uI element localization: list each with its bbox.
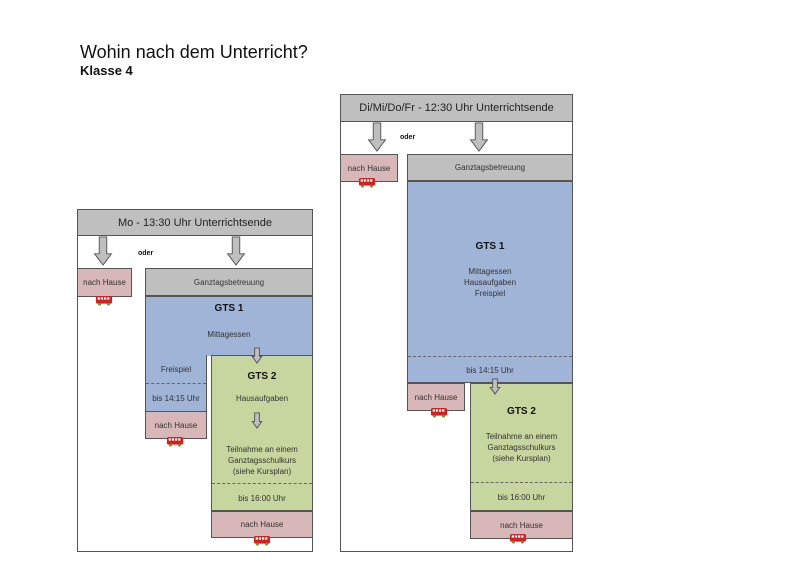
arrow-down-icon bbox=[251, 412, 263, 429]
home-label: nach Hause bbox=[240, 520, 284, 529]
ganztag-box: Ganztagsbetreuung bbox=[145, 268, 313, 296]
bus-icon bbox=[358, 177, 376, 188]
home-label: nach Hause bbox=[83, 278, 126, 287]
gts1-title: GTS 1 bbox=[214, 303, 244, 314]
arrow-down-icon bbox=[93, 236, 113, 266]
arrow-down-icon bbox=[251, 347, 263, 364]
divider bbox=[408, 356, 572, 357]
gts1-freispiel: Freispiel bbox=[160, 365, 192, 374]
gts2-title: GTS 2 bbox=[247, 371, 277, 382]
bus-icon bbox=[95, 295, 113, 306]
home-box: nach Hause bbox=[145, 411, 207, 439]
gts1-activity: Mittagessen bbox=[207, 330, 251, 339]
bus-icon bbox=[430, 407, 448, 418]
home-box: nach Hause bbox=[77, 268, 132, 297]
page-title: Wohin nach dem Unterricht? bbox=[80, 42, 308, 62]
gts2-course-line3: (siehe Kursplan) bbox=[492, 454, 551, 463]
page-subtitle: Klasse 4 bbox=[80, 63, 133, 78]
monday-header: Mo - 13:30 Uhr Unterrichtsende bbox=[77, 209, 313, 236]
gts2-course-line2: Ganztagsschulkurs bbox=[227, 456, 297, 465]
home-label: nach Hause bbox=[347, 163, 391, 173]
divider bbox=[146, 383, 206, 384]
gts2-box bbox=[470, 383, 573, 511]
gts2-course-line1: Teilnahme an einem bbox=[485, 432, 558, 441]
arrow-down-icon bbox=[489, 378, 501, 395]
gts1-title: GTS 1 bbox=[475, 241, 505, 252]
gts1-line1: Mittagessen bbox=[468, 267, 512, 276]
ganztag-box: Ganztagsbetreuung bbox=[407, 154, 573, 181]
bus-icon bbox=[253, 535, 271, 546]
divider bbox=[212, 483, 312, 484]
ganztag-label: Ganztagsbetreuung bbox=[193, 277, 265, 287]
gts2-course-line2: Ganztagsschulkurs bbox=[487, 443, 556, 452]
gts2-until: bis 16:00 Uhr bbox=[497, 493, 546, 502]
gts2-course-line3: (siehe Kursplan) bbox=[232, 467, 292, 476]
gts2-until: bis 16:00 Uhr bbox=[238, 494, 286, 503]
gts1-line2: Hausaufgaben bbox=[463, 278, 517, 287]
gts2-box bbox=[211, 355, 313, 511]
oder-label: oder bbox=[400, 134, 416, 141]
ganztag-label: Ganztagsbetreuung bbox=[454, 163, 526, 172]
home-box: nach Hause bbox=[211, 511, 313, 538]
gts1-line3: Freispiel bbox=[474, 289, 506, 298]
otherdays-header: Di/Mi/Do/Fr - 12:30 Uhr Unterrichtsende bbox=[340, 94, 573, 122]
gts2-title: GTS 2 bbox=[507, 406, 536, 417]
gts1-until: bis 14:15 Uhr bbox=[152, 394, 200, 403]
home-label: nach Hause bbox=[414, 392, 458, 402]
divider bbox=[471, 482, 572, 483]
gts1-box bbox=[145, 296, 313, 356]
arrow-down-icon bbox=[367, 122, 387, 152]
home-label: nach Hause bbox=[500, 520, 543, 530]
gts2-activity: Hausaufgaben bbox=[235, 394, 289, 403]
arrow-down-icon bbox=[226, 236, 246, 266]
bus-icon bbox=[166, 436, 184, 447]
home-label: nach Hause bbox=[154, 420, 198, 430]
bus-icon bbox=[509, 533, 527, 544]
arrow-down-icon bbox=[469, 122, 489, 152]
gts2-course-line1: Teilnahme an einem bbox=[226, 445, 298, 454]
oder-label: oder bbox=[138, 250, 154, 257]
gts1-until: bis 14:15 Uhr bbox=[466, 366, 514, 375]
gts1-box bbox=[407, 181, 573, 383]
